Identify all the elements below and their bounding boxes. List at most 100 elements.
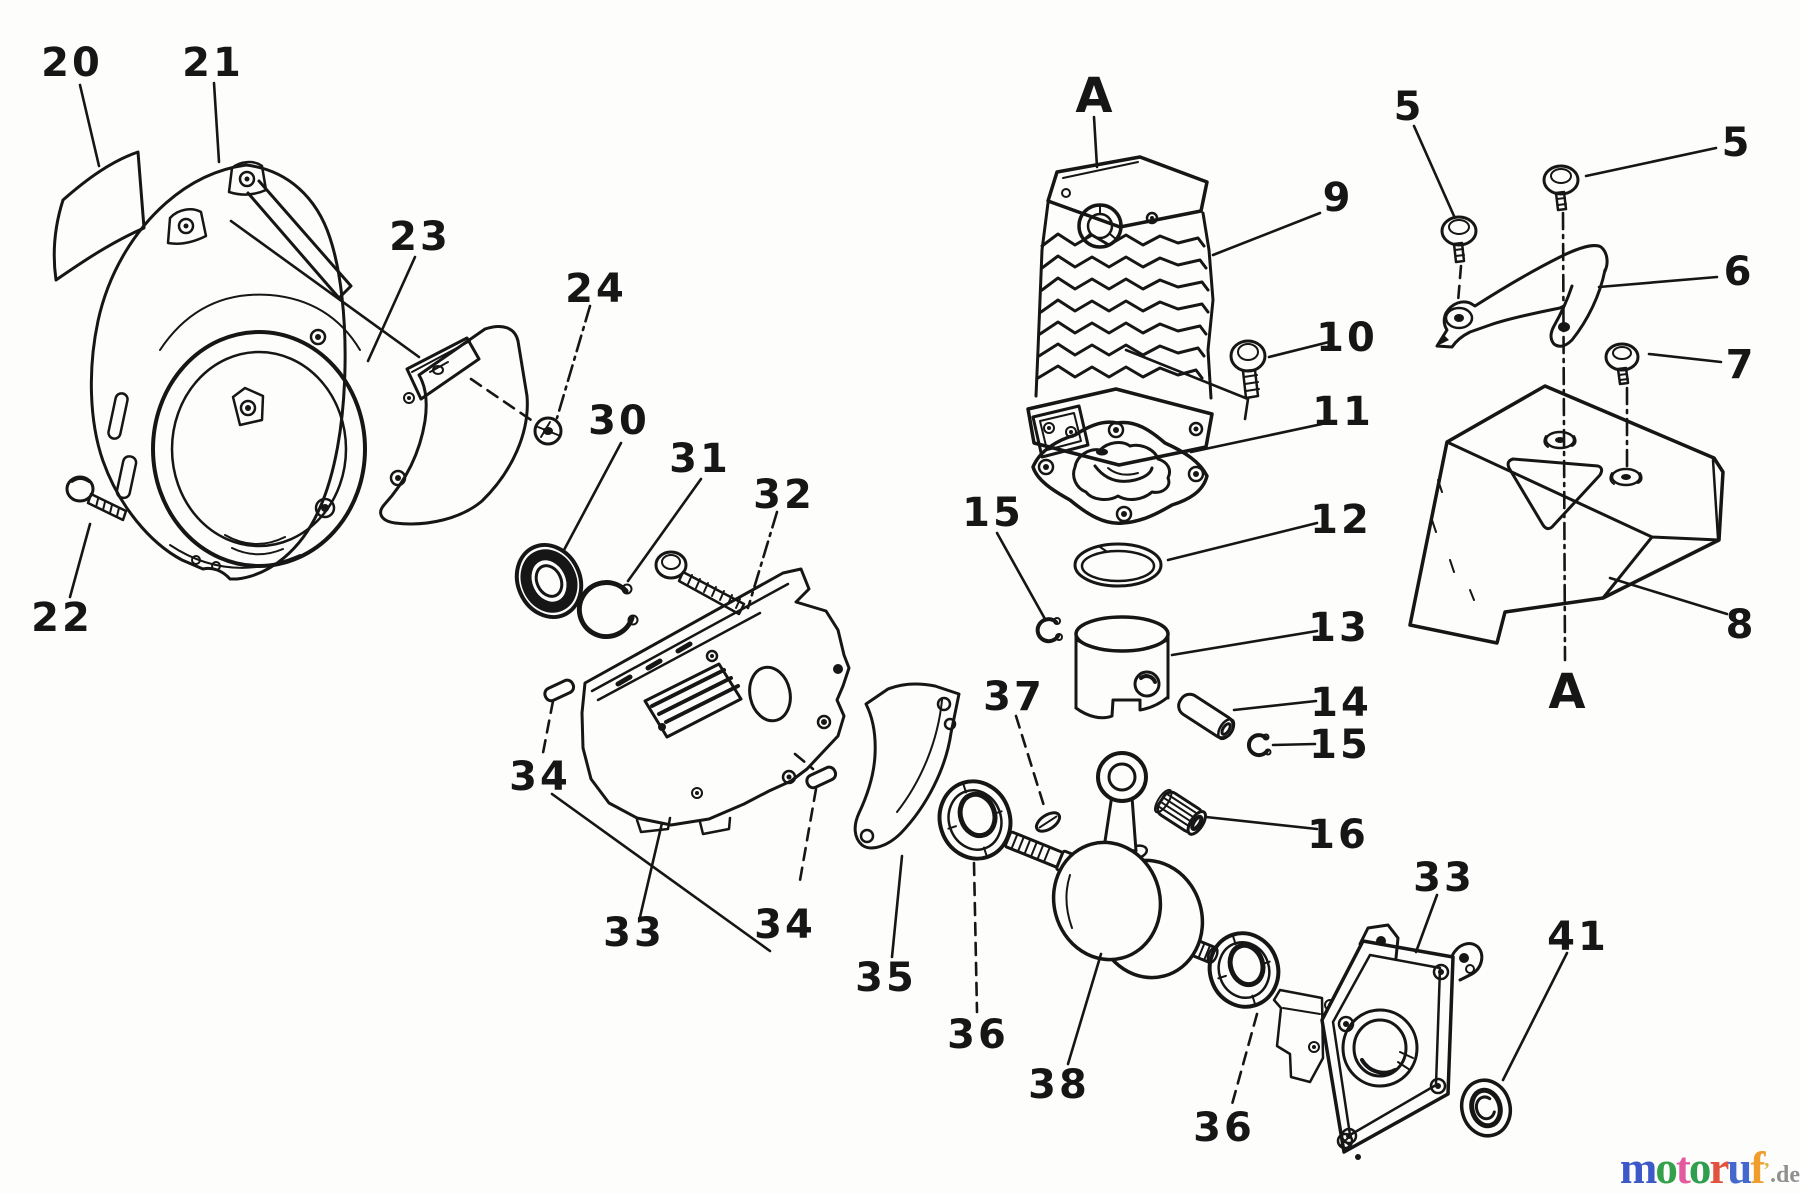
callout-number-30: 30 [588,398,650,444]
leader-line-31 [626,477,703,583]
watermark-letter: t [1675,1143,1691,1194]
leader-line-32 [746,510,779,610]
callout-number-32: 32 [753,472,815,518]
watermark-letter: o [1655,1143,1677,1194]
oil-seal-41-drawing [1459,1078,1513,1138]
leader-line-38 [1066,952,1103,1066]
leader-line-34-right [793,752,815,771]
cylinder-cover-8-drawing [1408,384,1725,645]
oil-seal-30-drawing [514,542,584,620]
cup-washer-drawing [1609,467,1643,487]
fan-housing-drawing [89,160,367,581]
leader-line-16 [1204,815,1319,831]
callout-number-11: 11 [1312,389,1374,435]
leader-line-21 [212,81,221,164]
screw-10-drawing [1229,339,1267,400]
screw-5-left-drawing [1440,215,1478,264]
section-marker-A: A [1548,664,1585,720]
leader-line-36-right [1229,1012,1259,1110]
leader-line-34-left [541,699,555,755]
callout-number-8: 8 [1726,602,1757,648]
callout-number-31: 31 [669,436,731,482]
leader-line-6 [1597,275,1719,289]
screw-5-right-drawing [1542,164,1580,212]
callout-number-23: 23 [389,214,451,260]
callout-number-6: 6 [1724,249,1755,295]
bearing-36-left-drawing [937,779,1013,861]
callout-number-15: 15 [962,490,1024,536]
leader-line-5-left-axis [1456,264,1463,304]
leader-line-8 [1608,576,1729,616]
callout-number-38: 38 [1028,1062,1090,1108]
leader-line-35 [890,854,904,959]
leader-line-24 [555,304,592,420]
piston-pin-14-drawing [1177,692,1236,741]
leader-line-15-left [995,531,1047,621]
callout-number-37: 37 [983,674,1045,720]
leader-line-36-left [972,861,979,1014]
leader-line-5-left [1412,124,1456,218]
bearing-36-right-drawing [1207,931,1281,1009]
gasket-11-drawing [1031,420,1209,525]
leader-line-20 [78,83,101,168]
callout-number-33: 33 [603,910,665,956]
watermark-letter: u [1727,1143,1752,1194]
callout-number-14: 14 [1310,680,1372,726]
callout-number-7: 7 [1726,342,1757,388]
callout-number-34: 34 [509,754,571,800]
callout-number-5: 5 [1722,120,1753,166]
circlip-15-right-drawing [1246,733,1272,758]
callout-number-9: 9 [1323,175,1354,221]
dowel-pin-34-right [805,765,838,790]
screw-7-drawing [1604,342,1640,386]
leader-line-12 [1166,521,1319,562]
leader-line-A-top [1092,115,1099,169]
gasket-35-drawing [853,682,961,850]
cylinder-9-drawing [1026,155,1215,483]
section-marker-A: A [1075,68,1112,124]
callout-number-36: 36 [947,1012,1009,1058]
leader-line-14 [1232,699,1318,712]
leader-line-34-right [797,787,818,888]
leader-line-screw10-seat [1124,348,1250,421]
callout-number-36: 36 [1193,1105,1255,1151]
watermark-tick: ’ [1763,1159,1770,1181]
sticker-label-drawing [52,150,146,282]
bolt-32-drawing [654,550,746,616]
bolt-22-drawing [65,475,128,522]
leader-line-7 [1647,352,1723,364]
leader-lines-layer [68,81,1729,1110]
watermark-letter: r [1709,1143,1729,1194]
callout-number-13: 13 [1308,605,1370,651]
watermark-letter: f [1750,1143,1765,1194]
watermark-letter: o [1688,1143,1711,1194]
leader-line-10 [1267,340,1331,359]
cup-washer-drawing [1543,430,1577,450]
piston-13-drawing [1074,615,1170,720]
leader-line-41 [1501,951,1569,1082]
crankcase-left-drawing [543,567,851,836]
callout-number-41: 41 [1547,914,1609,960]
circlip-15-left-drawing [1035,617,1063,644]
leader-line-housing-to-plate [229,219,421,359]
piston-ring-12-drawing [1073,542,1163,588]
leader-line-34-link [550,792,772,953]
callout-number-16: 16 [1307,812,1369,858]
callout-number-34: 34 [754,902,816,948]
callout-number-15: 15 [1309,722,1371,768]
leader-line-9 [1211,211,1322,257]
callout-number-21: 21 [182,40,244,86]
dowel-pin-34-left [543,678,576,703]
callout-number-5: 5 [1394,84,1425,130]
watermark-letter: m [1619,1143,1657,1194]
leader-line-33 [638,821,664,919]
leader-line-37 [1014,714,1046,808]
callout-number-33: 33 [1413,855,1475,901]
leader-line-15-right [1271,742,1317,747]
leader-line-33-right [1414,893,1439,954]
crankshaft-38-drawing [1004,751,1219,980]
crankcase-right-drawing [1272,923,1484,1160]
